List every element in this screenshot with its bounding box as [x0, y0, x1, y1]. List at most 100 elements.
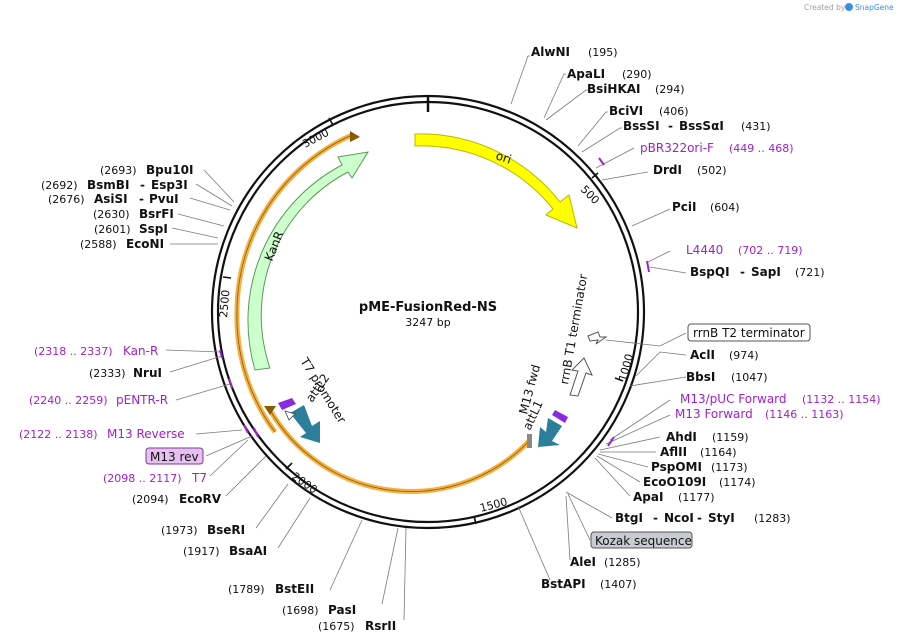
enzyme-bsihkai-pos: (294) — [655, 83, 685, 96]
enzyme-ahdi[interactable]: AhdI — [666, 430, 697, 444]
enzyme-ncoi[interactable]: NcoI — [664, 511, 694, 525]
kanr-feature-arrow[interactable] — [247, 151, 370, 371]
enzyme-btgi[interactable]: BtgI — [615, 511, 643, 525]
leader-line — [567, 493, 591, 541]
fusionred-orf-band-bottom-edge — [269, 409, 531, 492]
leader-line — [597, 453, 649, 468]
rrnb-t2-box[interactable] — [687, 323, 811, 342]
t7-primer-bar[interactable] — [278, 398, 296, 410]
m13-rev-box[interactable] — [145, 447, 204, 465]
primer-l4440[interactable]: L4440 — [686, 243, 723, 257]
enzyme-bseri[interactable]: BseRI — [207, 523, 245, 537]
enzyme-pasi-pos: (1698) — [282, 604, 319, 617]
enzyme-bsteii[interactable]: BstEII — [275, 582, 314, 596]
primer-m13fwd[interactable]: M13 Forward — [675, 407, 753, 421]
enzyme-bsrfi-pos: (2630) — [93, 208, 130, 221]
attl1-feature-arrow[interactable] — [538, 418, 562, 447]
enzyme-bsihkai[interactable]: BsiHKAI — [587, 82, 641, 96]
ori-feature-label: ori — [494, 149, 513, 167]
separator: - — [668, 119, 673, 133]
leader-line — [329, 519, 363, 591]
enzyme-nrui[interactable]: NruI — [133, 366, 162, 380]
enzyme-bspqi-pos: (721) — [795, 266, 825, 279]
leader-line — [255, 483, 289, 529]
separator: - — [653, 511, 658, 525]
leader-line — [195, 183, 233, 207]
enzyme-acli[interactable]: AclI — [690, 348, 715, 362]
enzyme-bsssi[interactable]: BssSI — [623, 119, 660, 133]
enzyme-alwni[interactable]: AlwNI — [531, 45, 570, 59]
enzyme-bspqi[interactable]: BspQI — [690, 265, 730, 279]
enzyme-pspomi[interactable]: PspOMI — [651, 460, 702, 474]
enzyme-btgi-pos: (1283) — [754, 512, 791, 525]
enzyme-bbsi[interactable]: BbsI — [686, 370, 715, 384]
primer-pbr322ori[interactable]: pBR322ori-F — [640, 141, 714, 155]
enzyme-aflii[interactable]: AflII — [660, 445, 687, 459]
enzyme-bsaai[interactable]: BsaAI — [229, 544, 267, 558]
enzyme-rsrii[interactable]: RsrII — [365, 619, 396, 633]
enzyme-econi[interactable]: EcoNI — [126, 237, 164, 251]
enzyme-apali[interactable]: ApaLI — [567, 67, 605, 81]
enzyme-bsrfi[interactable]: BsrFI — [139, 207, 174, 221]
rrnb-t1-terminator-arrow[interactable] — [569, 357, 593, 397]
enzyme-bstapi[interactable]: BstAPI — [541, 577, 586, 591]
enzyme-bpu10i[interactable]: Bpu10I — [146, 163, 193, 177]
rrnb-t2-box-label: rrnB T2 terminator — [693, 326, 805, 340]
leader-line — [545, 89, 588, 121]
leader-line — [203, 169, 235, 203]
leader-line — [175, 383, 231, 401]
separator: - — [140, 178, 145, 192]
primer-tick — [646, 260, 650, 273]
enzyme-drdi[interactable]: DrdI — [653, 163, 682, 177]
tick-label-2500: 2500 — [217, 289, 232, 318]
m13-primer-bar[interactable] — [552, 410, 568, 423]
leader-line — [209, 439, 249, 477]
kanr-feature-label: KanR — [262, 229, 287, 263]
enzyme-asisi[interactable]: AsiSI — [94, 192, 128, 206]
enzyme-pcii[interactable]: PciI — [672, 200, 697, 214]
rrnb-t2-terminator-arrow[interactable] — [587, 331, 608, 345]
enzyme-pasi[interactable]: PasI — [328, 603, 356, 617]
enzyme-bsmbi[interactable]: BsmBI — [87, 178, 129, 192]
enzyme-esp3i[interactable]: Esp3I — [151, 178, 188, 192]
enzyme-bpu10i-pos: (2693) — [100, 164, 137, 177]
enzyme-alei[interactable]: AleI — [570, 555, 596, 569]
leader-line — [543, 73, 566, 119]
enzyme-styi[interactable]: StyI — [708, 511, 735, 525]
plasmid-name: pME-FusionRed-NS — [359, 300, 497, 315]
enzyme-sspi[interactable]: SspI — [139, 222, 168, 236]
primer-kanr[interactable]: Kan-R — [123, 344, 158, 358]
primer-pentr[interactable]: pENTR-R — [116, 393, 168, 407]
enzyme-bsssi-pos: (431) — [741, 120, 771, 133]
leader-line — [605, 414, 671, 445]
enzyme-sapi[interactable]: SapI — [751, 265, 781, 279]
enzyme-ecorv[interactable]: EcoRV — [179, 492, 222, 506]
kozak-box[interactable] — [590, 531, 693, 549]
tick-mark — [222, 276, 232, 279]
enzyme-alei-pos: (1285) — [604, 556, 641, 569]
enzyme-bsssai[interactable]: BssSαI — [679, 119, 724, 133]
enzyme-nrui-pos: (2333) — [89, 367, 126, 380]
primer-m13rev-range: (2122 .. 2138) — [19, 428, 98, 441]
primer-tick — [219, 349, 223, 359]
primer-m13rev[interactable]: M13 Reverse — [107, 427, 185, 441]
leader-line — [599, 436, 661, 451]
primer-t7[interactable]: T7 — [191, 471, 207, 485]
fusionred-orf-band-left-edge — [236, 134, 353, 433]
enzyme-pvui[interactable]: PvuI — [149, 192, 179, 206]
leader-line — [177, 213, 225, 227]
credit-brand: SnapGene — [855, 3, 894, 12]
enzyme-ecoo109i[interactable]: EcoO109I — [643, 475, 706, 489]
ori-feature-arrow[interactable] — [414, 133, 578, 229]
primer-m13puc[interactable]: M13/pUC Forward — [680, 392, 787, 406]
enzyme-aflii-pos: (1164) — [700, 446, 737, 459]
leader-line — [649, 266, 687, 274]
leader-line — [225, 455, 267, 497]
leader-line — [189, 197, 231, 211]
primer-tick — [598, 157, 605, 166]
enzyme-apai[interactable]: ApaI — [633, 490, 663, 504]
tick-mark — [285, 462, 293, 470]
enzyme-bcivi[interactable]: BciVI — [609, 104, 643, 118]
enzyme-pspomi-pos: (1173) — [711, 461, 748, 474]
attl2-feature-arrow[interactable] — [290, 405, 320, 443]
